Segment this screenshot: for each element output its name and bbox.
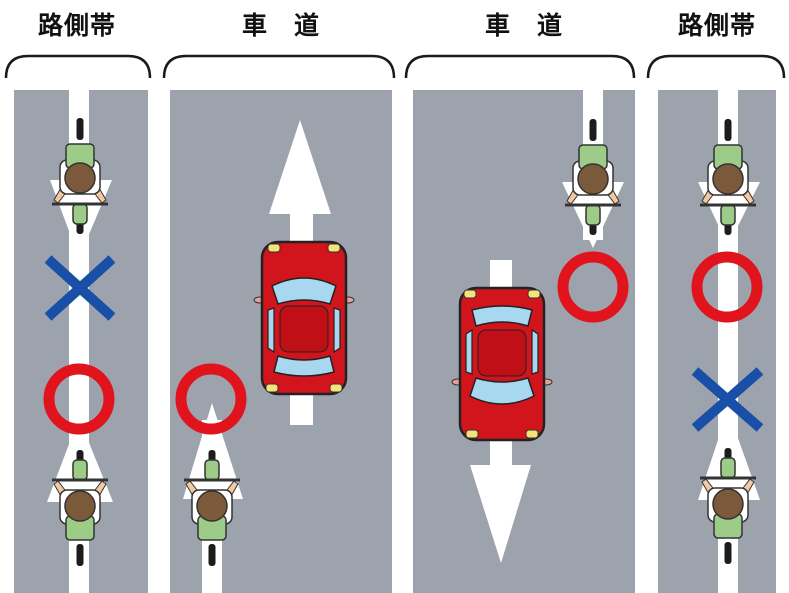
car-road-right-down [452, 288, 552, 440]
bracket-road-right [406, 56, 634, 78]
bracket-shoulder-right [648, 56, 784, 78]
bracket-road-left [164, 56, 394, 78]
bracket-shoulder-left [6, 56, 150, 78]
car-road-left-up [254, 242, 354, 394]
